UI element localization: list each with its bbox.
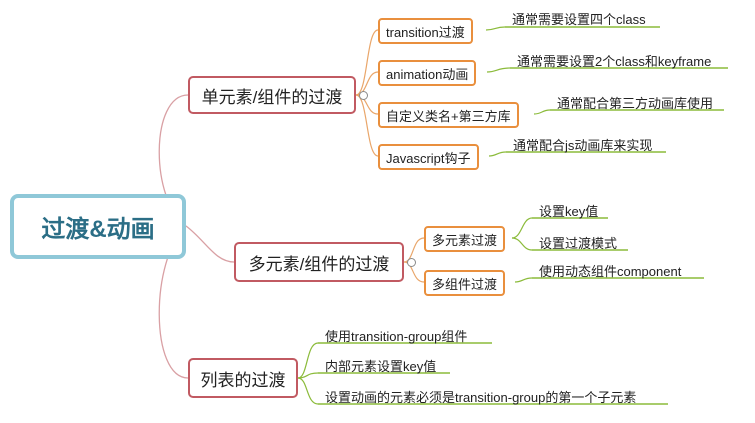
- note-transition-group[interactable]: 使用transition-group组件: [325, 329, 468, 344]
- subtopic-js-hooks[interactable]: Javascript钩子: [378, 144, 479, 170]
- collapse-toggle-icon[interactable]: [407, 258, 416, 267]
- note-inner-key[interactable]: 内部元素设置key值: [325, 359, 437, 374]
- note-dynamic-component[interactable]: 使用动态组件component: [539, 264, 682, 279]
- subtopic-custom-class[interactable]: 自定义类名+第三方库: [378, 102, 519, 128]
- branch-single-element[interactable]: 单元素/组件的过渡: [188, 76, 356, 114]
- subtopic-multi-component[interactable]: 多组件过渡: [424, 270, 506, 296]
- note-animation[interactable]: 通常需要设置2个class和keyframe: [517, 54, 712, 69]
- note-key-value[interactable]: 设置key值: [539, 204, 599, 219]
- subtopic-multi-element[interactable]: 多元素过渡: [424, 226, 506, 252]
- note-transition-mode[interactable]: 设置过渡模式: [539, 236, 618, 251]
- note-custom-class[interactable]: 通常配合第三方动画库使用: [557, 96, 714, 111]
- note-js-hooks[interactable]: 通常配合js动画库来实现: [513, 138, 653, 153]
- collapse-toggle-icon[interactable]: [359, 91, 368, 100]
- note-first-child[interactable]: 设置动画的元素必须是transition-group的第一个子元素: [325, 390, 637, 405]
- branch-list-transition[interactable]: 列表的过渡: [188, 358, 298, 398]
- subtopic-transition[interactable]: transition过渡: [378, 18, 473, 44]
- note-transition[interactable]: 通常需要设置四个class: [512, 12, 646, 27]
- branch-multi-element[interactable]: 多元素/组件的过渡: [234, 242, 404, 282]
- subtopic-animation[interactable]: animation动画: [378, 60, 477, 86]
- root-topic[interactable]: 过渡&动画: [10, 194, 186, 259]
